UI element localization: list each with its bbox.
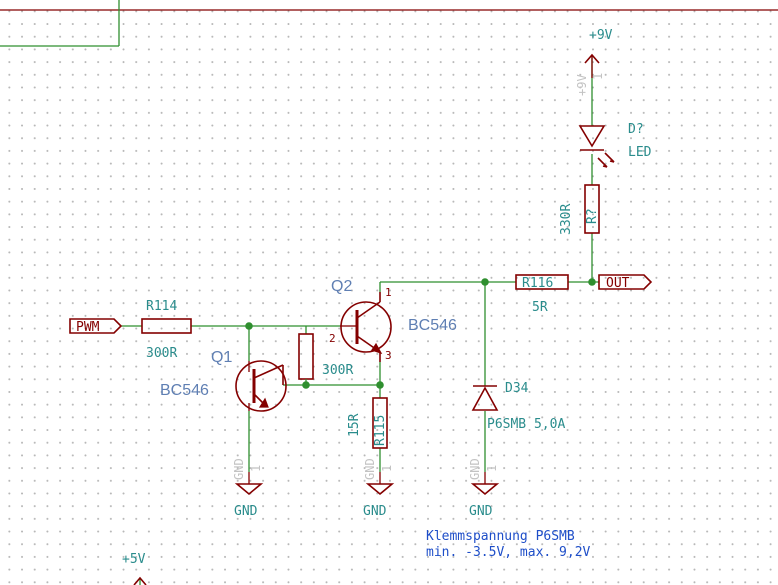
gnd-symbol-q1[interactable]: GND 1 GND — [232, 458, 264, 519]
note-line-1: Klemmspannung P6SMB — [426, 529, 575, 544]
r115-gnd-pin-ghost: GND — [363, 458, 377, 480]
diode-d34[interactable]: D34 P6SMB 5,0A — [471, 381, 565, 432]
r-led-value: 330R — [559, 204, 574, 235]
q2-pin1: 1 — [385, 286, 392, 299]
q2-pin3: 3 — [385, 349, 392, 362]
q2-ref: Q2 — [331, 278, 352, 295]
led-value: LED — [628, 145, 652, 160]
power-5v-label: +5V — [122, 552, 146, 567]
pwm-label[interactable]: PWM — [69, 318, 123, 335]
r116-value: 5R — [532, 300, 548, 315]
power-9v-symbol[interactable]: +9V +9V 1 — [575, 28, 613, 96]
q2-pin2: 2 — [329, 332, 336, 345]
resistor-base-value: 300R — [322, 363, 353, 378]
q1-ref: Q1 — [211, 349, 232, 366]
wires — [121, 55, 599, 585]
q1-gnd-pin-num: 1 — [249, 465, 263, 472]
q1-value: BC546 — [160, 382, 209, 399]
q2-value: BC546 — [408, 317, 457, 334]
resistor-base[interactable]: 300R — [298, 326, 353, 385]
d34-ref: D34 — [505, 381, 529, 396]
power-9v-pin-ghost: +9V — [575, 74, 589, 96]
power-5v-symbol[interactable]: +5V — [122, 552, 147, 585]
resistor-r114[interactable]: R114 300R — [141, 299, 192, 361]
r115-gnd-pin-num: 1 — [380, 465, 394, 472]
pwm-label-text: PWM — [76, 320, 100, 335]
r114-value: 300R — [146, 346, 177, 361]
gnd-label-1: GND — [234, 504, 258, 519]
gnd-label-2: GND — [363, 504, 387, 519]
r116-ref: R116 — [522, 276, 553, 291]
note-line-2: min. -3.5V, max. 9,2V — [426, 545, 591, 560]
power-9v-label: +9V — [589, 28, 613, 43]
gnd-label-3: GND — [469, 504, 493, 519]
d34-gnd-pin-ghost: GND — [468, 458, 482, 480]
gnd-symbol-r115[interactable]: GND 1 GND — [363, 458, 395, 519]
r-led-ref: R? — [585, 208, 600, 224]
led-d[interactable]: D? LED — [578, 122, 652, 168]
schematic-note: Klemmspannung P6SMB min. -3.5V, max. 9,2… — [426, 529, 591, 560]
out-label[interactable]: OUT — [598, 274, 653, 291]
r115-value: 15R — [347, 413, 362, 437]
resistor-r116[interactable]: R116 5R — [515, 274, 569, 315]
d34-value: P6SMB 5,0A — [487, 417, 565, 432]
power-9v-pin-num: 1 — [591, 73, 605, 80]
d34-gnd-pin-num: 1 — [485, 465, 499, 472]
resistor-r-led[interactable]: R? 330R — [559, 184, 600, 235]
r114-ref: R114 — [146, 299, 177, 314]
q1-gnd-pin-ghost: GND — [232, 458, 246, 480]
sheet-frame — [0, 0, 778, 47]
transistor-q1[interactable]: Q1 BC546 — [160, 349, 287, 412]
transistor-q2[interactable]: 1 2 3 Q2 BC546 — [329, 278, 457, 362]
out-label-text: OUT — [606, 276, 630, 291]
gnd-symbol-d34[interactable]: GND 1 GND — [468, 458, 500, 519]
led-ref: D? — [628, 122, 644, 137]
r115-ref: R115 — [373, 415, 388, 446]
resistor-r115[interactable]: R115 15R — [347, 397, 388, 449]
